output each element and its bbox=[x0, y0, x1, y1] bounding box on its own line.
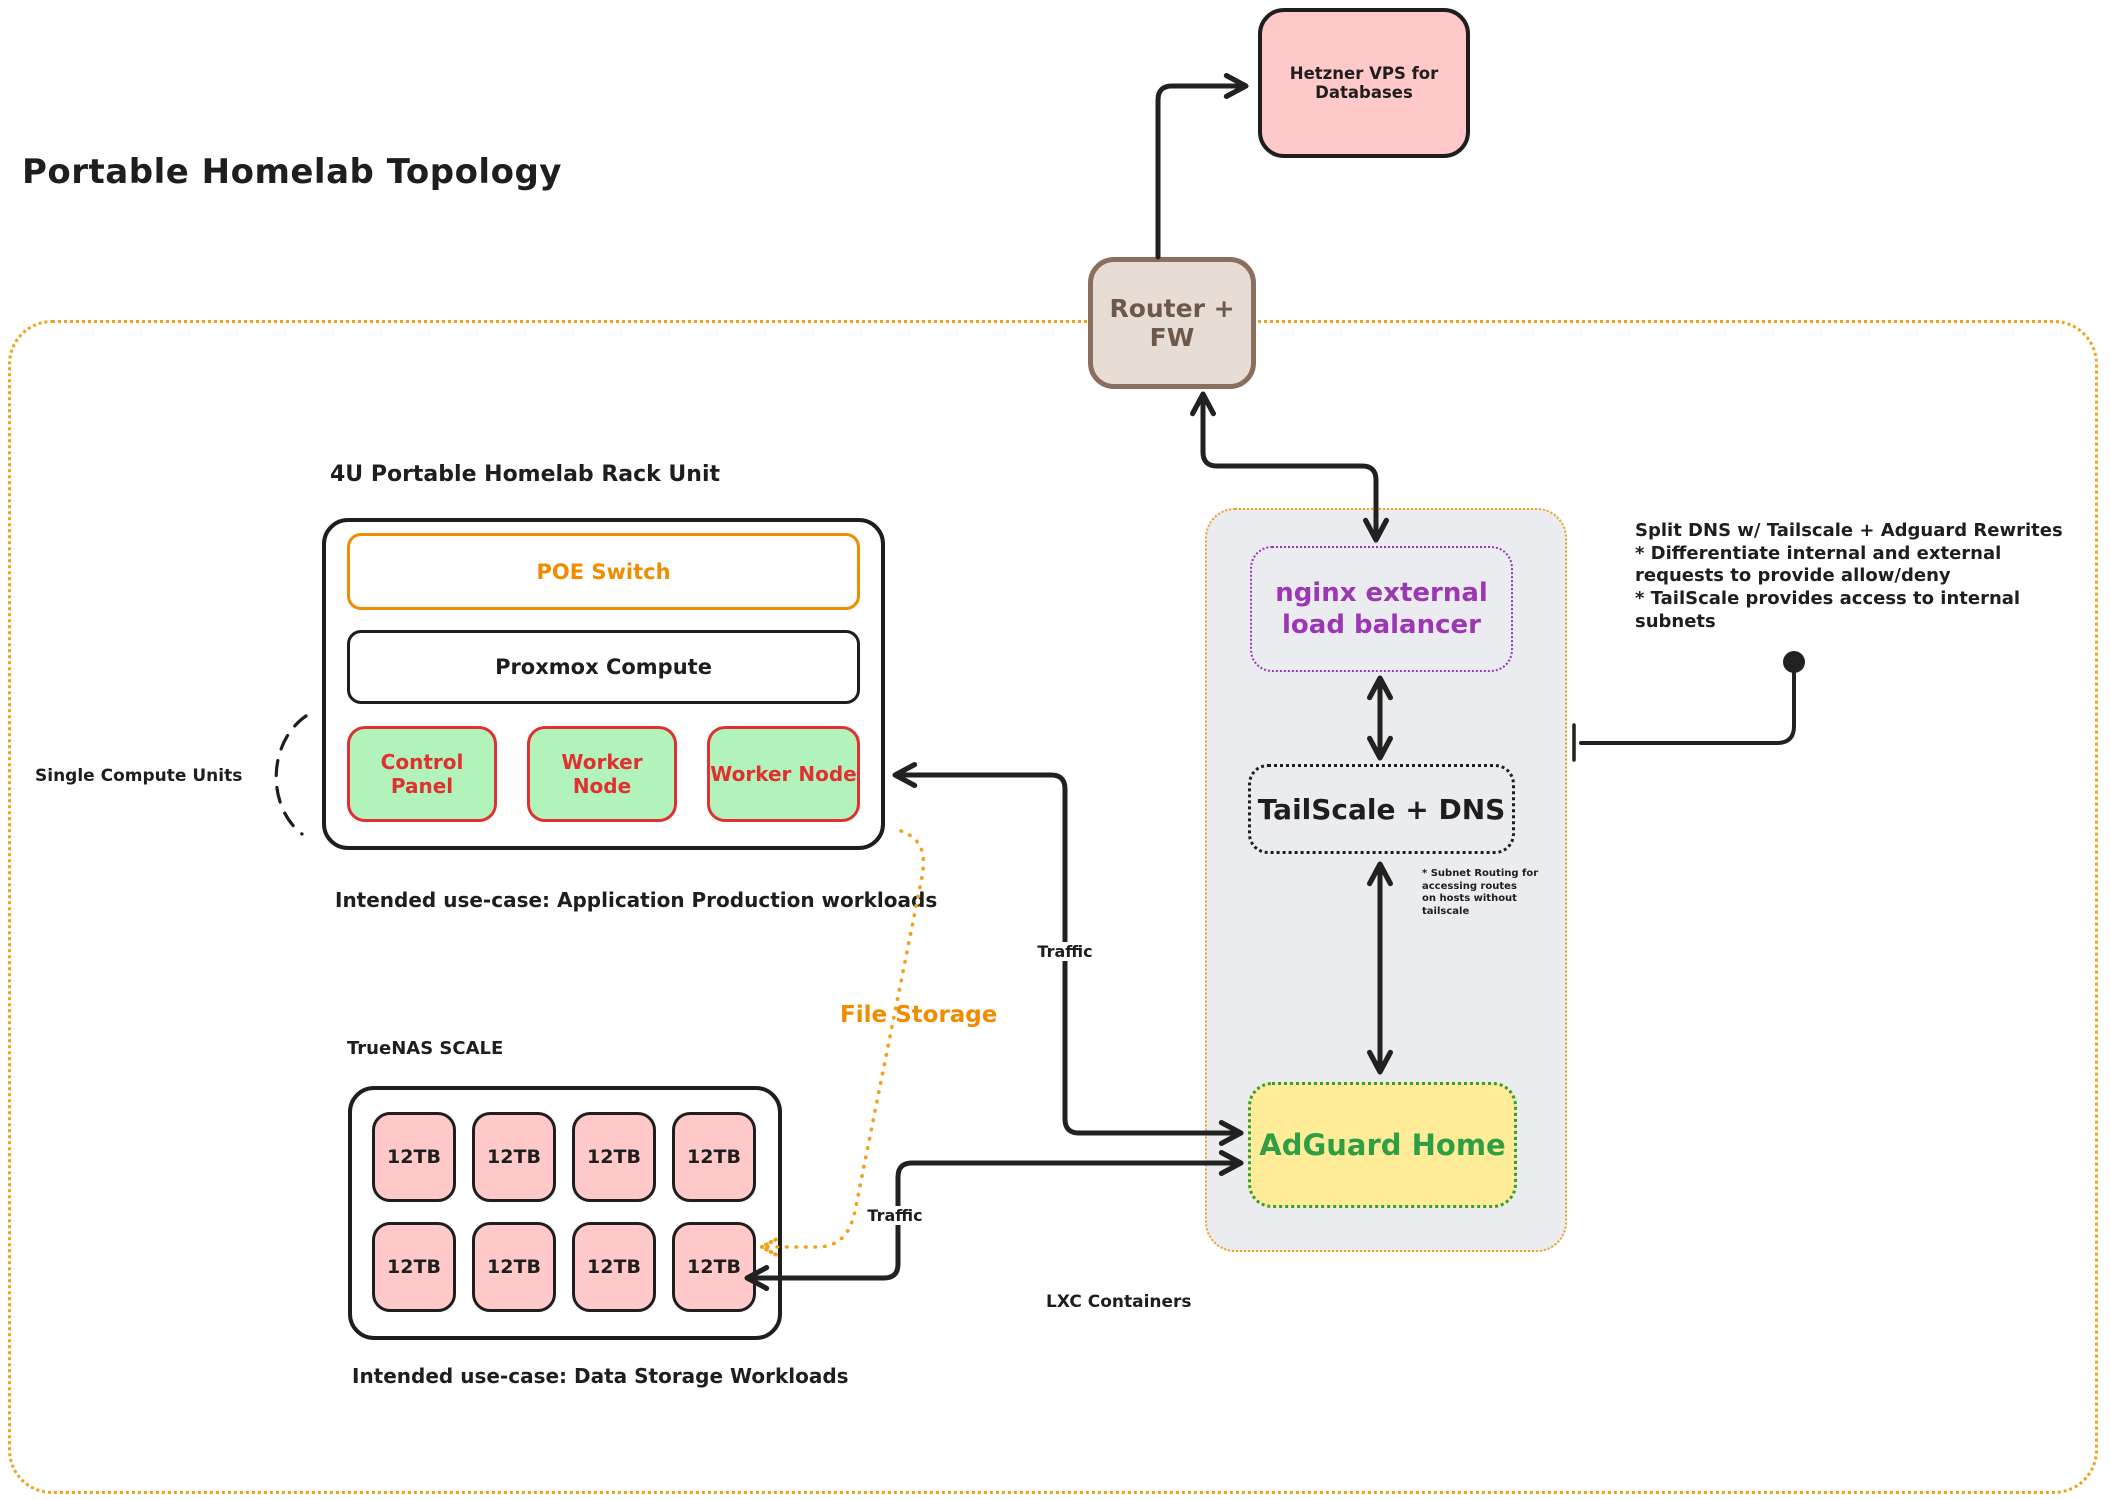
drive-label: 12TB bbox=[587, 1146, 641, 1168]
tailscale-dns-label: TailScale + DNS bbox=[1257, 792, 1506, 826]
drive-label: 12TB bbox=[687, 1146, 741, 1168]
proxmox-compute-node: Proxmox Compute bbox=[347, 630, 860, 704]
hetzner-vps-node: Hetzner VPS for Databases bbox=[1258, 8, 1470, 158]
adguard-home-label: AdGuard Home bbox=[1259, 1128, 1506, 1162]
traffic-label-upper: Traffic bbox=[1032, 942, 1098, 961]
split-dns-annotation: Split DNS w/ Tailscale + Adguard Rewrite… bbox=[1635, 520, 2063, 632]
subnet-routing-note: * Subnet Routing for accessing routes on… bbox=[1422, 868, 1539, 917]
drive-12tb-4: 12TB bbox=[672, 1112, 756, 1202]
worker-node-2: Worker Node bbox=[707, 726, 860, 822]
control-panel-label: Control Panel bbox=[380, 750, 464, 798]
drive-label: 12TB bbox=[387, 1256, 441, 1278]
control-panel-node: Control Panel bbox=[347, 726, 497, 822]
poe-switch-label: POE Switch bbox=[536, 559, 671, 584]
drive-12tb-3: 12TB bbox=[572, 1112, 656, 1202]
poe-switch-node: POE Switch bbox=[347, 533, 860, 610]
rack-use-case-caption: Intended use-case: Application Productio… bbox=[335, 888, 938, 912]
nginx-load-balancer-node: nginx external load balancer bbox=[1250, 546, 1513, 672]
drive-12tb-7: 12TB bbox=[572, 1222, 656, 1312]
drive-12tb-1: 12TB bbox=[372, 1112, 456, 1202]
worker-node-2-label: Worker Node bbox=[710, 762, 857, 786]
drive-12tb-2: 12TB bbox=[472, 1112, 556, 1202]
worker-node-1: Worker Node bbox=[527, 726, 677, 822]
hetzner-vps-label: Hetzner VPS for Databases bbox=[1289, 64, 1439, 102]
file-storage-label: File Storage bbox=[840, 1002, 998, 1028]
truenas-use-case-caption: Intended use-case: Data Storage Workload… bbox=[352, 1364, 849, 1388]
drive-label: 12TB bbox=[487, 1256, 541, 1278]
adguard-home-node: AdGuard Home bbox=[1248, 1082, 1517, 1208]
network-boundary-dotted-border bbox=[8, 320, 2098, 1494]
drive-label: 12TB bbox=[587, 1256, 641, 1278]
drive-label: 12TB bbox=[687, 1256, 741, 1278]
router-fw-label: Router + FW bbox=[1109, 294, 1235, 352]
proxmox-compute-label: Proxmox Compute bbox=[495, 655, 712, 679]
worker-node-1-label: Worker Node bbox=[561, 750, 643, 798]
router-fw-node: Router + FW bbox=[1088, 257, 1256, 389]
nginx-load-balancer-label: nginx external load balancer bbox=[1275, 577, 1488, 641]
drive-12tb-5: 12TB bbox=[372, 1222, 456, 1312]
lxc-containers-caption: LXC Containers bbox=[1046, 1292, 1192, 1312]
drive-12tb-8: 12TB bbox=[672, 1222, 756, 1312]
truenas-title: TrueNAS SCALE bbox=[347, 1038, 504, 1059]
tailscale-dns-node: TailScale + DNS bbox=[1248, 764, 1515, 854]
single-compute-units-label: Single Compute Units bbox=[35, 766, 243, 786]
drive-label: 12TB bbox=[487, 1146, 541, 1168]
rack-unit-title: 4U Portable Homelab Rack Unit bbox=[330, 462, 721, 487]
arrow-router-to-hetzner bbox=[1155, 73, 1249, 260]
page-title: Portable Homelab Topology bbox=[22, 152, 562, 192]
drive-label: 12TB bbox=[387, 1146, 441, 1168]
drive-12tb-6: 12TB bbox=[472, 1222, 556, 1312]
traffic-label-lower: Traffic bbox=[862, 1206, 928, 1225]
